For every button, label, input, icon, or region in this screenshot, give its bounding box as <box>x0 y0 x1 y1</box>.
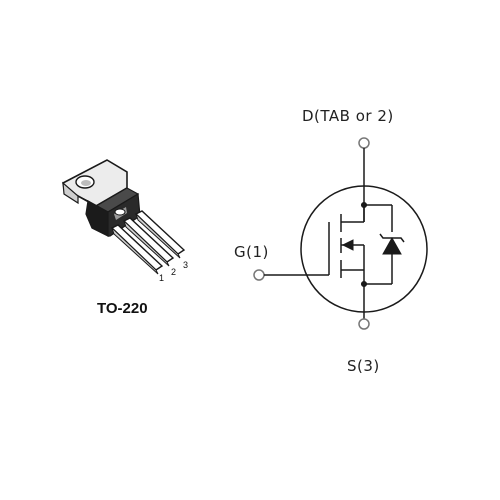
pin-number-1: 1 <box>159 273 164 283</box>
gate-label: G(1) <box>234 243 269 261</box>
pin-number-3: 3 <box>183 260 188 270</box>
gate-terminal <box>253 269 265 281</box>
source-terminal <box>358 318 370 330</box>
mosfet-symbol: D(TAB or 2) G(1) <box>234 107 428 375</box>
drain-terminal <box>358 137 370 149</box>
drain-label: D(TAB or 2) <box>302 107 394 125</box>
package-title: TO-220 <box>97 300 148 317</box>
zener-cathode-bar <box>379 233 405 243</box>
package-body-front <box>85 200 109 237</box>
package-leads <box>110 210 186 275</box>
pin-number-2: 2 <box>171 267 176 277</box>
source-label: S(3) <box>347 357 380 375</box>
channel-arrow-icon <box>341 239 354 251</box>
to220-package-drawing: 1 2 3 TO-220 <box>62 159 188 317</box>
zener-diode-icon <box>382 236 402 255</box>
junction-dot-drain <box>360 201 368 209</box>
